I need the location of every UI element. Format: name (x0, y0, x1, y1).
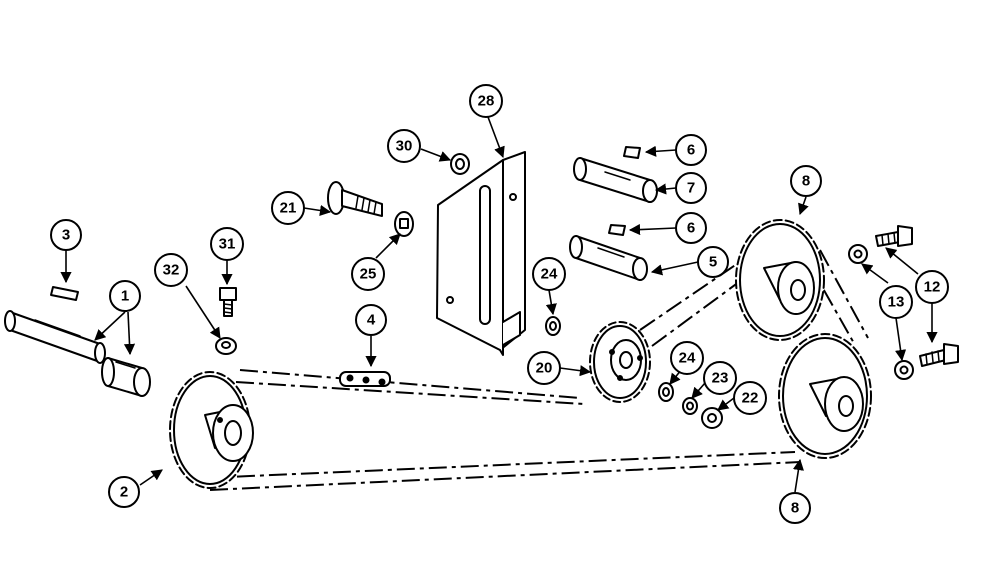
callout-12: 12 (915, 270, 949, 304)
nut-13-lower (894, 360, 914, 380)
callout-21: 21 (271, 191, 305, 225)
carriage-bolt-21 (327, 181, 383, 217)
callout-5: 5 (697, 246, 729, 278)
svg-text:22: 22 (742, 390, 759, 407)
callout-23: 23 (703, 361, 737, 395)
svg-text:24: 24 (679, 350, 696, 367)
svg-text:12: 12 (924, 279, 941, 296)
svg-text:31: 31 (219, 236, 236, 253)
connector-link-4 (339, 371, 391, 387)
svg-text:8: 8 (802, 173, 810, 190)
callout-2: 2 (108, 476, 140, 508)
callout-6-lower: 6 (675, 212, 707, 244)
idler-sprocket-20 (589, 321, 651, 403)
callout-8-lower: 8 (779, 492, 811, 524)
washer-24-lower (658, 382, 674, 402)
callout-8-upper: 8 (790, 165, 822, 197)
svg-text:28: 28 (478, 93, 495, 110)
callout-32: 32 (154, 253, 188, 287)
callout-22: 22 (733, 381, 767, 415)
nut-13-upper (848, 244, 868, 264)
callout-24-lower: 24 (670, 341, 704, 375)
key-6-upper (623, 146, 641, 159)
svg-text:30: 30 (396, 138, 413, 155)
callout-4: 4 (355, 304, 387, 336)
callout-3: 3 (50, 219, 82, 251)
callout-30: 30 (387, 129, 421, 163)
callout-31: 31 (210, 227, 244, 261)
nut-22 (701, 407, 723, 429)
key-3 (50, 286, 79, 301)
bolt-12-upper (875, 225, 913, 247)
svg-text:25: 25 (360, 266, 377, 283)
callout-20: 20 (527, 351, 561, 385)
sprocket-8-upper (735, 219, 825, 341)
svg-text:13: 13 (888, 294, 905, 311)
svg-text:4: 4 (367, 312, 376, 329)
svg-text:2: 2 (120, 484, 128, 501)
svg-text:32: 32 (163, 262, 180, 279)
callout-24-upper: 24 (532, 257, 566, 291)
svg-text:5: 5 (709, 254, 717, 271)
callout-13: 13 (879, 285, 913, 319)
svg-text:24: 24 (541, 266, 558, 283)
key-6-lower (608, 224, 626, 236)
bolt-31 (219, 287, 237, 317)
svg-text:20: 20 (536, 360, 553, 377)
nut-32 (215, 337, 237, 355)
callout-28: 28 (469, 84, 503, 118)
callout-6-upper: 6 (675, 134, 707, 166)
svg-text:3: 3 (62, 227, 70, 244)
shaft-5 (569, 235, 648, 281)
lock-washer-23 (682, 397, 698, 415)
sprocket-2 (169, 371, 254, 489)
bolt-12-lower (919, 343, 959, 367)
svg-text:8: 8 (791, 500, 799, 517)
washer-25 (394, 211, 414, 237)
shaft-7 (573, 157, 658, 203)
svg-text:6: 6 (687, 220, 695, 237)
callout-25: 25 (351, 257, 385, 291)
callout-1: 1 (109, 280, 141, 312)
svg-text:21: 21 (280, 200, 297, 217)
svg-text:6: 6 (687, 142, 695, 159)
bracket-28 (436, 151, 526, 356)
washer-24-upper (545, 316, 561, 336)
washer-30 (450, 153, 470, 175)
callout-7: 7 (675, 172, 707, 204)
svg-text:7: 7 (687, 180, 695, 197)
svg-text:1: 1 (121, 288, 129, 305)
svg-text:23: 23 (712, 370, 729, 387)
sprocket-8-lower (778, 333, 872, 459)
leader-lines (60, 116, 938, 493)
shaft-1 (4, 310, 151, 397)
